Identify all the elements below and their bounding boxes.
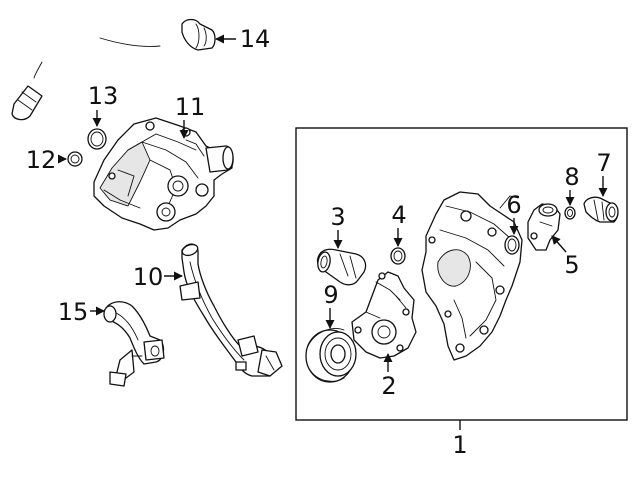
leader-lines — [58, 34, 608, 430]
callout-8: 8 — [564, 163, 579, 191]
part-10-coolant-pipe — [179, 243, 283, 377]
assembly-box — [295, 127, 628, 421]
part-11-thermostat-housing — [93, 117, 234, 231]
callout-12: 12 — [26, 146, 57, 174]
part-5-outlet-fitting — [527, 203, 561, 251]
part-13-o-ring — [87, 128, 107, 150]
callout-13: 13 — [88, 82, 119, 110]
callout-9: 9 — [323, 281, 338, 309]
part-1-timing-cover — [421, 191, 523, 361]
part-7-elbow-fitting — [583, 196, 619, 223]
part-15-bypass-hose — [103, 301, 165, 387]
part-9-pulley — [305, 328, 357, 383]
part-8-o-ring — [564, 206, 576, 220]
callout-labels: 1 2 3 4 5 6 7 8 9 10 11 12 13 14 15 — [26, 25, 612, 459]
callout-2: 2 — [381, 372, 396, 400]
callout-11: 11 — [175, 93, 206, 121]
callout-4: 4 — [391, 201, 406, 229]
part-6-o-ring — [504, 235, 520, 255]
part-2-water-pump — [351, 271, 417, 359]
part-14-coolant-hose — [11, 18, 216, 121]
part-4-o-ring — [390, 247, 406, 265]
callout-7: 7 — [596, 149, 611, 177]
callout-10: 10 — [133, 263, 164, 291]
callout-6: 6 — [506, 191, 521, 219]
part-3-hose-connector — [316, 248, 367, 286]
callout-1: 1 — [452, 431, 467, 459]
callout-15: 15 — [58, 298, 89, 326]
leader-5 — [551, 235, 567, 253]
part-12-o-ring — [67, 151, 83, 167]
callout-5: 5 — [564, 251, 579, 279]
callout-14: 14 — [240, 25, 271, 53]
callout-3: 3 — [330, 203, 345, 231]
